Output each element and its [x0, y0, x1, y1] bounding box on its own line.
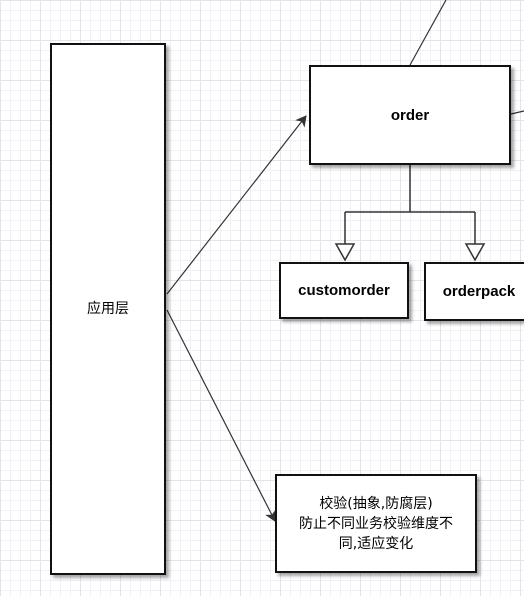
node-customorder[interactable]: customorder	[279, 262, 409, 319]
edge-order-offscreen-right	[510, 110, 524, 115]
node-validation[interactable]: 校验(抽象,防腐层) 防止不同业务校验维度不 同,适应变化	[275, 474, 477, 573]
node-order[interactable]: order	[309, 65, 511, 165]
node-orderpack[interactable]: orderpack	[424, 262, 524, 321]
node-order-label: order	[390, 106, 430, 124]
hollow-triangle-icon	[464, 243, 486, 262]
node-customorder-label: customorder	[298, 282, 390, 299]
node-validation-line-3: 同,适应变化	[338, 535, 414, 552]
edge-app-to-order	[166, 115, 307, 295]
edge-order-to-children	[334, 165, 486, 262]
node-validation-line-1: 校验(抽象,防腐层)	[319, 495, 433, 512]
node-app-layer-label: 应用层	[87, 301, 129, 317]
edge-order-offscreen-top	[409, 0, 447, 66]
node-orderpack-label: orderpack	[442, 283, 516, 300]
node-app-layer[interactable]: 应用层	[50, 43, 166, 575]
edge-app-to-validation	[166, 309, 276, 522]
hollow-triangle-icon	[334, 243, 356, 262]
node-validation-line-2: 防止不同业务校验维度不	[299, 515, 453, 532]
node-validation-label: 校验(抽象,防腐层) 防止不同业务校验维度不 同,适应变化	[299, 494, 453, 554]
